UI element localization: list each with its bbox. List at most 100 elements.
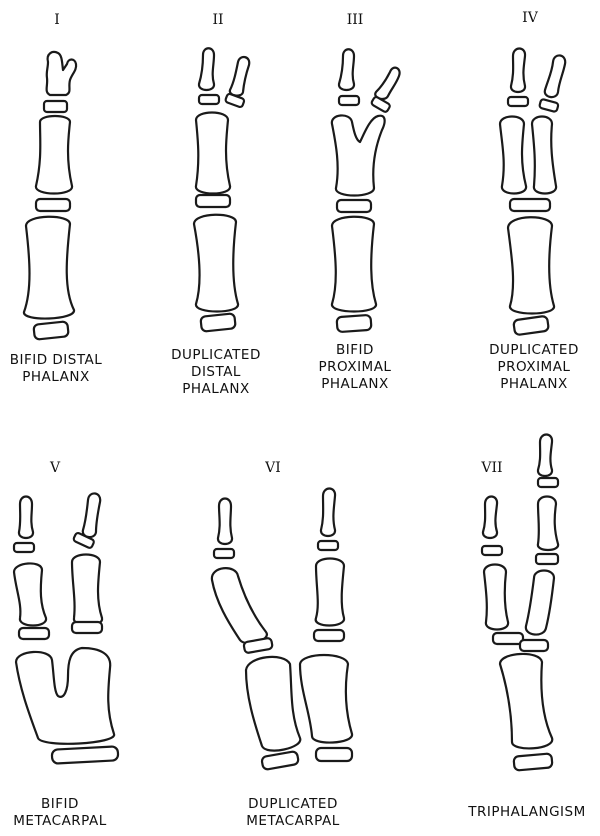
panel-7-joint-2b [534,552,560,566]
panel-4-caption-line-2: PROXIMAL [497,359,571,375]
panel-7-proximal-phalanx-right [524,569,556,636]
panel-4-proximal-phalanx-left [498,115,528,195]
panel-7-distal-phalanx-right [536,433,554,478]
panel-3-caption-line-1: BIFID [336,342,374,358]
panel-4-metacarpal [506,216,556,315]
panel-7-distal-phalanx-left [481,495,499,540]
panel-2-proximal-phalanx [194,111,232,195]
panel-4-bones [498,47,567,336]
panel-3-proximal-phalanx-bifid [330,114,386,197]
panel-6-proximal-phalanx-right [314,557,346,627]
panel-7-metacarpal [498,652,554,750]
panel-5-caption: BIFID METACARPAL [10,796,110,830]
panel-6-metacarpal-left [244,655,302,752]
panel-5-metacarpal-bifid [14,646,116,745]
panel-1-numeral: I [54,12,60,28]
panel-7-middle-phalanx-right [536,495,560,552]
panel-4-distal-phalanx-left [509,47,527,94]
panel-5-joint-1b [72,532,95,549]
panel-5-joint-2b [70,620,104,635]
panel-1-caption-line-1: BIFID DISTAL [9,352,103,368]
panel-2-caption-line-2: DISTAL [191,364,241,380]
panel-7-joint-1b [536,476,560,489]
panel-2-metacarpal [192,213,240,313]
panel-4-caption-line-1: DUPLICATED [489,342,579,358]
panel-4-joint-2 [508,197,552,213]
panel-7-caption-line-1: TRIPHALANGISM [468,804,586,820]
panel-7-joint-4 [512,752,554,772]
panel-6-caption: DUPLICATED METACARPAL [236,796,350,830]
panel-7-numeral: VII [481,460,503,476]
panel-5-joint-3 [50,745,120,765]
panel-3-caption-line-3: PHALANX [321,376,389,392]
panel-5-joint-2a [17,626,51,641]
panel-6-bones [210,487,354,771]
panel-3-caption-line-2: PROXIMAL [318,359,392,375]
panel-5-joint-1a [12,541,36,554]
panel-4-joint-3 [512,315,550,336]
panel-3-distal-phalanx-left [337,48,356,92]
panel-3-bones [330,48,401,333]
panel-6-caption-line-2: METACARPAL [246,813,340,829]
panel-7-joint-1a [480,544,504,557]
panel-6-joint-1b [316,539,340,552]
panel-1-joint-3 [32,320,70,341]
panel-4-proximal-phalanx-right [530,115,558,195]
panel-3-distal-phalanx-right [374,66,401,101]
panel-1-proximal-phalanx [34,114,74,195]
panel-5-numeral: V [49,460,61,476]
panel-3-joint-3 [335,314,373,333]
panel-7-joint-2a [491,631,525,646]
panel-7-proximal-phalanx-left [482,563,510,631]
panel-2-bones [192,47,251,333]
panel-2-joint-1a [197,93,221,106]
panel-7-caption: TRIPHALANGISM [462,804,592,821]
panel-1-bones [22,50,78,341]
panel-6-distal-phalanx-left [216,497,234,546]
panel-4-caption: DUPLICATED PROXIMAL PHALANX [478,342,590,393]
panel-4-joint-1a [506,95,530,108]
panel-4-joint-1b [538,98,560,113]
panel-3-joint-1a [337,94,361,107]
panel-3-joint-1b [370,96,391,113]
panel-6-caption-line-1: DUPLICATED [248,796,338,812]
panel-4-numeral: IV [522,10,538,26]
panel-2-caption: DUPLICATED DISTAL PHALANX [160,347,272,398]
panel-2-numeral: II [212,12,224,28]
panel-6-joint-2b [312,628,346,643]
panel-3-joint-2 [335,198,373,214]
panel-1-caption-line-2: PHALANX [22,369,90,385]
panel-7-bones [480,433,560,772]
panel-6-joint-1a [212,547,236,560]
panel-3-caption: BIFID PROXIMAL PHALANX [310,342,400,393]
panel-6-distal-phalanx-right [319,487,337,538]
panel-5-distal-phalanx-right [81,492,102,539]
panel-6-joint-3b [314,746,354,763]
panel-2-distal-phalanx-right [228,55,251,97]
panel-2-joint-3 [199,312,237,333]
panel-3-numeral: III [346,12,364,28]
panel-5-distal-phalanx-left [17,495,35,540]
panel-5-caption-line-2: METACARPAL [13,813,107,829]
panel-5-proximal-phalanx-left [12,562,48,627]
panel-5-proximal-phalanx-right [70,553,104,627]
panel-4-caption-line-3: PHALANX [500,376,568,392]
panel-2-distal-phalanx-left [197,47,216,92]
panel-6-metacarpal-right [298,654,354,744]
panel-6-joint-2a [242,637,274,654]
panel-1-distal-phalanx [45,50,78,97]
panel-6-joint-3a [260,750,300,771]
panel-2-joint-2 [194,193,232,209]
panel-1-caption: BIFID DISTAL PHALANX [0,352,112,386]
panel-6-proximal-phalanx-left [210,567,268,645]
panel-2-caption-line-1: DUPLICATED [171,347,261,363]
panel-3-metacarpal [330,215,378,313]
panel-6-numeral: VI [265,460,281,476]
panel-5-bones [12,492,120,765]
panel-2-joint-1b [224,92,246,109]
panel-4-distal-phalanx-right [543,54,567,99]
panel-5-caption-line-1: BIFID [41,796,79,812]
panel-1-metacarpal [22,215,76,320]
panel-7-joint-3 [518,638,550,653]
